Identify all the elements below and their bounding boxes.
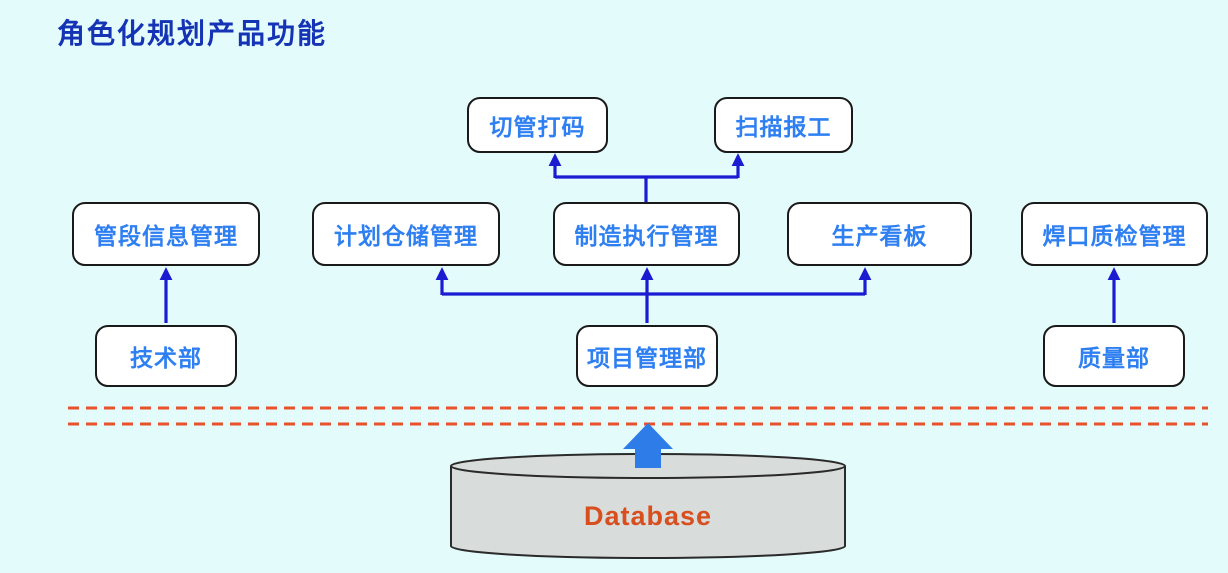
database-label: Database — [583, 501, 713, 531]
node-planning-warehouse-management: 计划仓储管理 — [312, 202, 500, 266]
connector-project-mgmt-branch — [442, 292, 865, 323]
node-manufacturing-execution-management: 制造执行管理 — [553, 202, 740, 266]
page-title: 角色化规划产品功能 — [57, 18, 328, 49]
node-quality-department: 质量部 — [1043, 325, 1185, 387]
connector-mes-top-branch — [555, 175, 738, 202]
node-label: 焊口质检管理 — [1042, 223, 1187, 249]
node-scan-reporting: 扫描报工 — [714, 97, 853, 153]
node-label: 切管打码 — [489, 114, 586, 140]
node-label: 计划仓储管理 — [334, 223, 478, 249]
node-cut-pipe-marking: 切管打码 — [467, 97, 608, 153]
node-label: 项目管理部 — [587, 345, 707, 371]
up-arrow-icon — [623, 423, 673, 468]
database-cylinder-body — [450, 466, 846, 559]
node-label: 扫描报工 — [735, 114, 832, 140]
node-label: 管段信息管理 — [94, 223, 238, 249]
node-production-kanban: 生产看板 — [787, 202, 972, 266]
node-project-management-department: 项目管理部 — [576, 325, 718, 387]
node-label: 制造执行管理 — [574, 223, 719, 249]
node-label: 生产看板 — [831, 223, 928, 249]
node-label: 技术部 — [130, 345, 202, 371]
node-pipe-segment-info-management: 管段信息管理 — [72, 202, 260, 266]
node-weld-quality-inspection-management: 焊口质检管理 — [1021, 202, 1208, 266]
node-label: 质量部 — [1078, 345, 1150, 371]
node-technology-department: 技术部 — [95, 325, 237, 387]
